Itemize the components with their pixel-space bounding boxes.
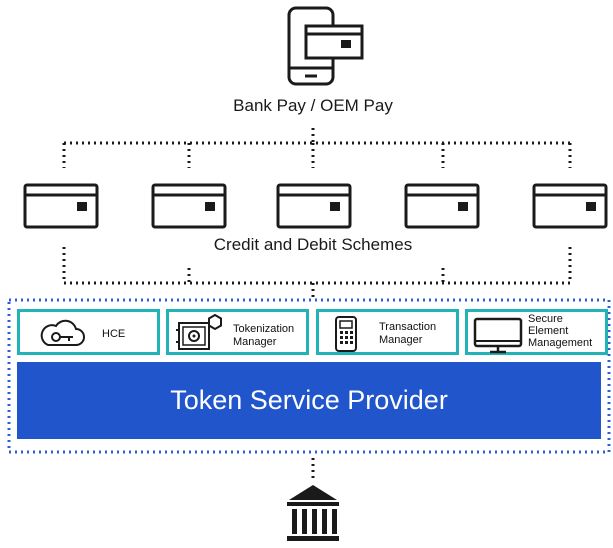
- scheme-cards: [23, 183, 608, 229]
- service-box-hce: HCE: [17, 309, 160, 355]
- connector-lines-top: [62, 128, 572, 168]
- service-label-tokenization: Tokenization Manager: [233, 323, 295, 348]
- platform-frame: [7, 298, 611, 454]
- card-icon: [151, 183, 227, 229]
- connector-lines-middle: [62, 247, 572, 300]
- card-icon: [532, 183, 608, 229]
- card-icon: [276, 183, 352, 229]
- schemes-label: Credit and Debit Schemes: [213, 235, 413, 254]
- top-label: Bank Pay / OEM Pay: [233, 96, 393, 115]
- phone-card-icon: [287, 6, 364, 86]
- vault-gear-icon: [176, 314, 222, 350]
- monitor-icon: [473, 317, 523, 354]
- token-service-provider-bar: Token Service Provider: [17, 362, 601, 439]
- service-box-tokenization: Tokenization Manager: [166, 309, 309, 355]
- service-label-transaction: Transaction Manager: [379, 321, 437, 346]
- token-service-provider-label: Token Service Provider: [170, 385, 448, 415]
- card-icon: [404, 183, 480, 229]
- payment-terminal-icon: [335, 316, 357, 352]
- service-box-transaction: Transaction Manager: [316, 309, 459, 355]
- bank-icon: [287, 485, 339, 541]
- card-icon: [23, 183, 99, 229]
- service-label-secure-element: Secure Element Management: [528, 313, 593, 349]
- service-label-hce: HCE: [102, 328, 126, 340]
- service-box-secure-element: Secure Element Management: [465, 309, 608, 355]
- cloud-key-icon: [40, 319, 85, 346]
